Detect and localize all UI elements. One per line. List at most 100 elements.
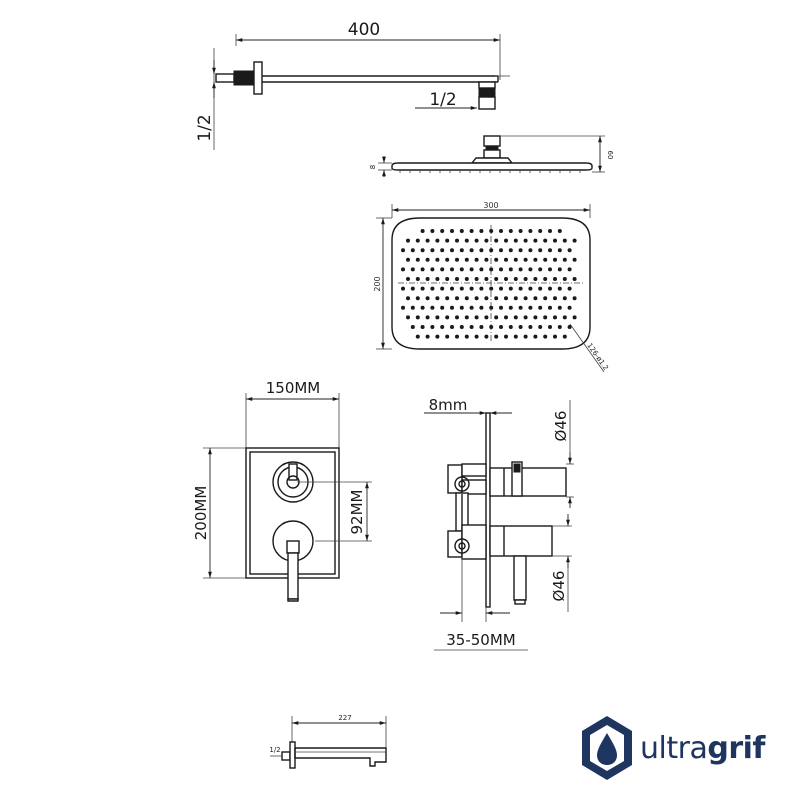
nozzle-dot: [572, 315, 577, 320]
nozzle-dot: [464, 238, 469, 243]
nozzle-dot: [425, 238, 430, 243]
nozzle-dot: [474, 257, 479, 262]
nozzle-dot: [523, 296, 528, 301]
nozzle-dot: [533, 334, 538, 339]
nozzle-dot: [553, 238, 557, 243]
nozzle-dot: [440, 305, 445, 310]
nozzle-dot: [523, 277, 528, 281]
nozzle-dot: [450, 286, 454, 291]
nozzle-dot: [459, 325, 464, 329]
nozzle-dot: [538, 325, 543, 329]
svg-text:ultragrif: ultragrif: [640, 731, 766, 766]
nozzle-dot: [489, 305, 494, 310]
nozzle-dot: [518, 286, 523, 291]
nozzle-dot: [430, 267, 435, 272]
nozzle-dot: [406, 277, 410, 281]
nozzle-dot: [523, 334, 528, 339]
nozzle-dot: [572, 277, 577, 281]
nozzle-dot: [435, 315, 440, 320]
nozzle-dot: [538, 229, 543, 233]
head-width-label: 300: [483, 201, 498, 210]
nozzle-dot: [538, 305, 543, 310]
nozzle-dot: [543, 277, 548, 281]
nozzle-dot: [567, 267, 572, 272]
nozzle-dot: [469, 305, 474, 310]
nozzle-dot: [499, 248, 503, 253]
nozzle-dot: [553, 277, 557, 281]
nozzle-dot: [562, 296, 567, 301]
brand-logo: ultragrif: [582, 716, 767, 780]
nozzle-dot: [445, 257, 450, 262]
nozzle-dot: [528, 248, 533, 253]
nozzle-dot: [469, 267, 474, 272]
nozzle-dot: [513, 315, 518, 320]
nozzle-dot: [464, 296, 469, 301]
nozzle-dot: [489, 286, 494, 291]
nozzle-dot: [567, 248, 572, 253]
valve-width-label: 150MM: [266, 379, 321, 397]
nozzle-dot: [494, 334, 499, 339]
nozzle-dot: [410, 325, 415, 329]
nozzle-dot: [455, 315, 459, 320]
spout-length-label: 227: [338, 714, 351, 722]
nozzle-dot: [518, 305, 523, 310]
nozzle-dot: [435, 277, 440, 281]
nozzle-dot: [406, 315, 410, 320]
nozzle-dot: [572, 257, 577, 262]
nozzle-dot: [406, 257, 410, 262]
nozzle-grid: [401, 229, 577, 339]
nozzle-dot: [440, 229, 445, 233]
nozzle-dot: [553, 315, 557, 320]
nozzle-dot: [528, 267, 533, 272]
nozzle-dot: [415, 257, 420, 262]
nozzle-dot: [508, 286, 513, 291]
nozzle-count-label: 126-ø1.2: [585, 342, 610, 372]
nozzle-dot: [410, 248, 415, 253]
arm-length-label: 400: [348, 20, 380, 40]
nozzle-dot: [538, 267, 543, 272]
nozzle-dot: [499, 229, 503, 233]
nozzle-dot: [553, 334, 557, 339]
nozzle-dot: [543, 315, 548, 320]
nozzle-dot: [499, 325, 503, 329]
bottom-knob-diameter-label: Ø46: [550, 571, 568, 602]
nozzle-dot: [528, 325, 533, 329]
nozzle-dot: [455, 334, 459, 339]
nozzle-dot: [528, 286, 533, 291]
nozzle-dot: [450, 229, 454, 233]
nozzle-dot: [425, 334, 430, 339]
valve-side-drawing: 8mm Ø46 Ø46: [424, 396, 574, 651]
nozzle-dot: [548, 325, 552, 329]
nozzle-dot: [430, 305, 435, 310]
nozzle-dot: [489, 229, 494, 233]
nozzle-dot: [415, 296, 420, 301]
nozzle-dot: [425, 296, 430, 301]
nozzle-dot: [474, 296, 479, 301]
nozzle-dot: [450, 305, 454, 310]
nozzle-dot: [440, 325, 445, 329]
nozzle-dot: [499, 305, 503, 310]
nozzle-dot: [494, 277, 499, 281]
valve-height-label: 200MM: [192, 486, 210, 541]
nozzle-dot: [464, 315, 469, 320]
nozzle-dot: [440, 286, 445, 291]
nozzle-dot: [479, 325, 484, 329]
install-depth-label: 35-50MM: [446, 631, 515, 649]
nozzle-dot: [415, 238, 420, 243]
nozzle-dot: [401, 248, 405, 253]
nozzle-dot: [464, 257, 469, 262]
nozzle-dot: [567, 305, 572, 310]
nozzle-dot: [435, 296, 440, 301]
nozzle-dot: [523, 315, 528, 320]
nozzle-dot: [479, 267, 484, 272]
nozzle-dot: [406, 238, 410, 243]
nozzle-dot: [440, 267, 445, 272]
nozzle-dot: [420, 305, 425, 310]
nozzle-dot: [548, 229, 552, 233]
nozzle-dot: [450, 325, 454, 329]
nozzle-dot: [489, 267, 494, 272]
nozzle-dot: [504, 296, 508, 301]
nozzle-dot: [435, 238, 440, 243]
nozzle-dot: [469, 325, 474, 329]
shower-head-top-drawing: 300 200 126-ø1.2: [373, 201, 610, 373]
